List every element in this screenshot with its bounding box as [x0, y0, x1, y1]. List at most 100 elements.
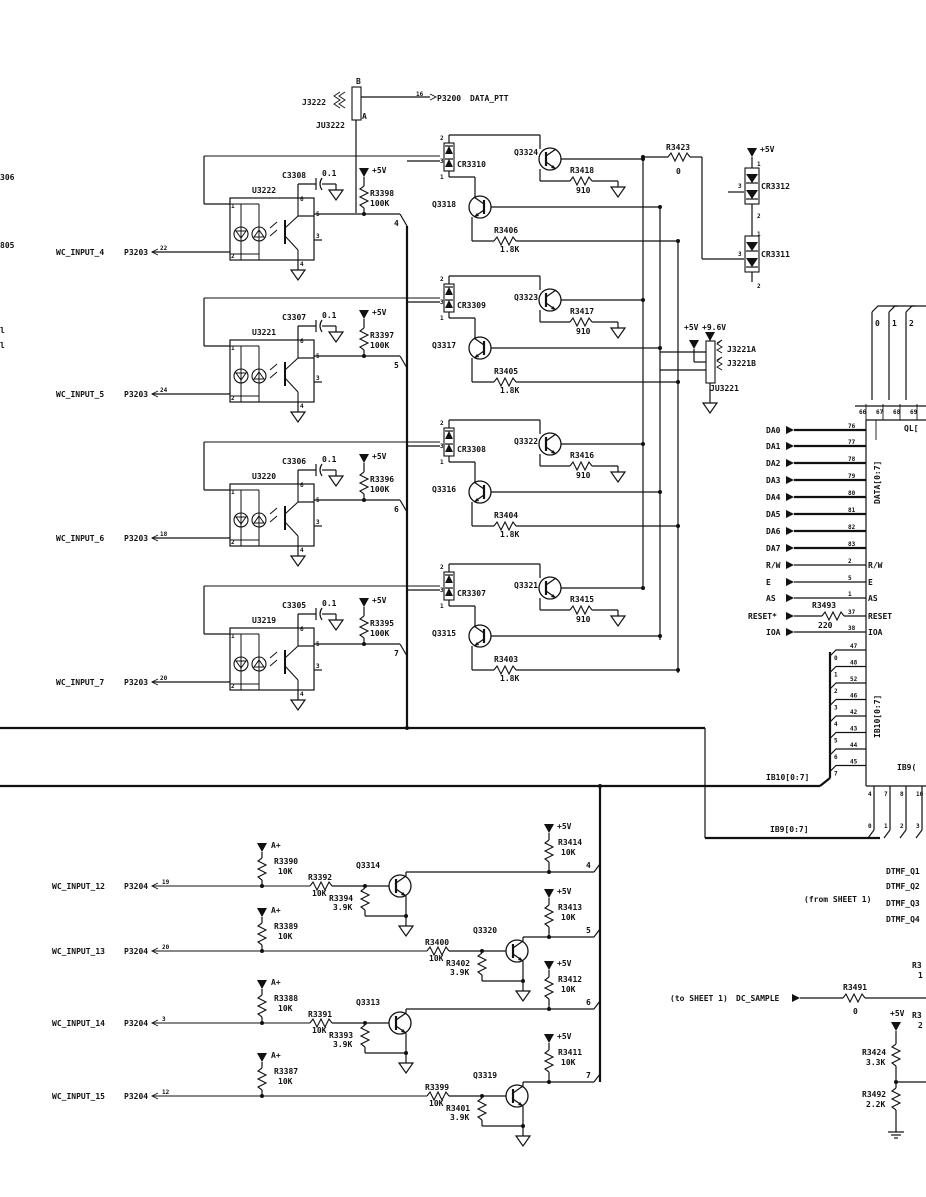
rail-label: +5V [372, 452, 387, 461]
svg-text:2: 2 [440, 564, 444, 571]
res-ref: R3405 [494, 367, 518, 376]
res-ref: R3406 [494, 226, 518, 235]
pin-number: 80 [848, 490, 856, 497]
pin-number: 2 [848, 558, 852, 565]
resistor-icon [360, 887, 370, 911]
diode-ref: CR3307 [457, 589, 486, 598]
svg-text:4: 4 [300, 547, 304, 554]
svg-text:1: 1 [757, 231, 761, 238]
res-value: 3.9K [450, 1113, 469, 1122]
connector-label: P3203 [124, 534, 148, 543]
transistor-ref: Q3324 [514, 148, 538, 157]
res-value: 1.8K [500, 245, 519, 254]
jumper-pin: 16 [416, 91, 424, 98]
res-ref: R3415 [570, 595, 594, 604]
bus-pin: 7 [586, 1071, 591, 1080]
pin-net: RESET* [748, 612, 777, 621]
ib9-chip-label: IB9( [897, 763, 916, 772]
data-bus-label: DATA[0:7] [873, 461, 882, 504]
res-value: 910 [576, 327, 591, 336]
resistor-icon [477, 1097, 487, 1121]
pin-net: DA3 [766, 476, 781, 485]
npn-transistor-icon [467, 335, 493, 361]
res-value: 220 [818, 621, 833, 630]
ground-icon [610, 186, 626, 198]
resistor-icon [544, 976, 554, 1000]
pin-net: DA6 [766, 527, 781, 536]
net-label: WC_INPUT_12 [52, 882, 105, 891]
ground-icon [610, 327, 626, 339]
rail-5v-dc: +5V [890, 1009, 905, 1018]
res-ref: R3403 [494, 655, 518, 664]
res-value: 3.9K [333, 903, 352, 912]
pin-function: E [868, 578, 873, 587]
optocoupler [229, 483, 315, 547]
npn-transistor-icon [537, 146, 563, 172]
npn-transistor-icon [467, 479, 493, 505]
res-ref: R3399 [425, 1083, 449, 1092]
resistor-icon [257, 857, 267, 881]
jumper-id: JU3222 [316, 121, 345, 130]
svg-text:2: 2 [440, 135, 444, 142]
svg-text:l: l [0, 326, 5, 335]
bus-pin: 7 [394, 649, 399, 658]
ground-icon [328, 189, 344, 201]
pin-function: IOA [868, 628, 883, 637]
svg-text:4: 4 [300, 403, 304, 410]
chip-pin-number: 47 [850, 643, 858, 650]
res-value: 1.8K [500, 530, 519, 539]
resistor-icon [359, 185, 369, 209]
res-ref: R3392 [308, 873, 332, 882]
rail-label: +5V [557, 887, 572, 896]
ground-icon [328, 475, 344, 487]
r3424-value: 3.3K [866, 1058, 885, 1067]
chip-pin-number: 52 [850, 676, 858, 683]
top-pin: 69 [910, 409, 918, 416]
rail-icon [359, 454, 369, 463]
transistor-ref: Q3315 [432, 629, 456, 638]
res-ref: R3391 [308, 1010, 332, 1019]
res-ref: R3389 [274, 922, 298, 931]
chip-pin-number: 8 [900, 791, 904, 798]
connector-label: P3204 [124, 947, 148, 956]
res-value: 10K [278, 1004, 293, 1013]
rail-label: A+ [271, 1051, 281, 1060]
res-value: 100K [370, 629, 389, 638]
jumper-j3221: +9.6V +5V J3221A J3221B JU3221 [660, 323, 756, 414]
npn-transistor-icon [387, 1010, 413, 1036]
svg-text:3: 3 [738, 183, 742, 190]
res-ref: R3387 [274, 1067, 298, 1076]
resistor-icon [493, 665, 517, 675]
top-right-protection: R3423 0 +5V 1 3 2 1 3 2 CR3312 CR3311 [641, 143, 790, 290]
svg-text:1: 1 [231, 345, 235, 352]
res-value: 10K [429, 1099, 444, 1108]
npn-transistor-icon [537, 287, 563, 313]
connector-pin: 20 [162, 944, 170, 951]
pin-net: DA4 [766, 493, 781, 502]
pin-net: DA2 [766, 459, 781, 468]
res-value: 10K [312, 1026, 327, 1035]
res-ref: R3390 [274, 857, 298, 866]
res-value: 10K [561, 913, 576, 922]
res-ref: R3401 [446, 1104, 470, 1113]
connector-label: P3203 [124, 390, 148, 399]
resistor-icon [569, 317, 593, 327]
ib10-bus-label: IB10[0:7] [766, 773, 809, 782]
cut-ref-2: R3 [912, 1011, 922, 1020]
res-value: 10K [312, 889, 327, 898]
top-bit: 2 [909, 319, 914, 328]
resistor-icon [359, 615, 369, 639]
res-value: 3.9K [333, 1040, 352, 1049]
cap-value: 0.1 [322, 169, 337, 178]
jumper-pos-b: B [356, 77, 361, 86]
svg-text:1: 1 [440, 459, 444, 466]
cap-value: 0.1 [322, 455, 337, 464]
ground-icon [515, 990, 531, 1002]
res-ref: R3396 [370, 475, 394, 484]
svg-text:1: 1 [231, 489, 235, 496]
